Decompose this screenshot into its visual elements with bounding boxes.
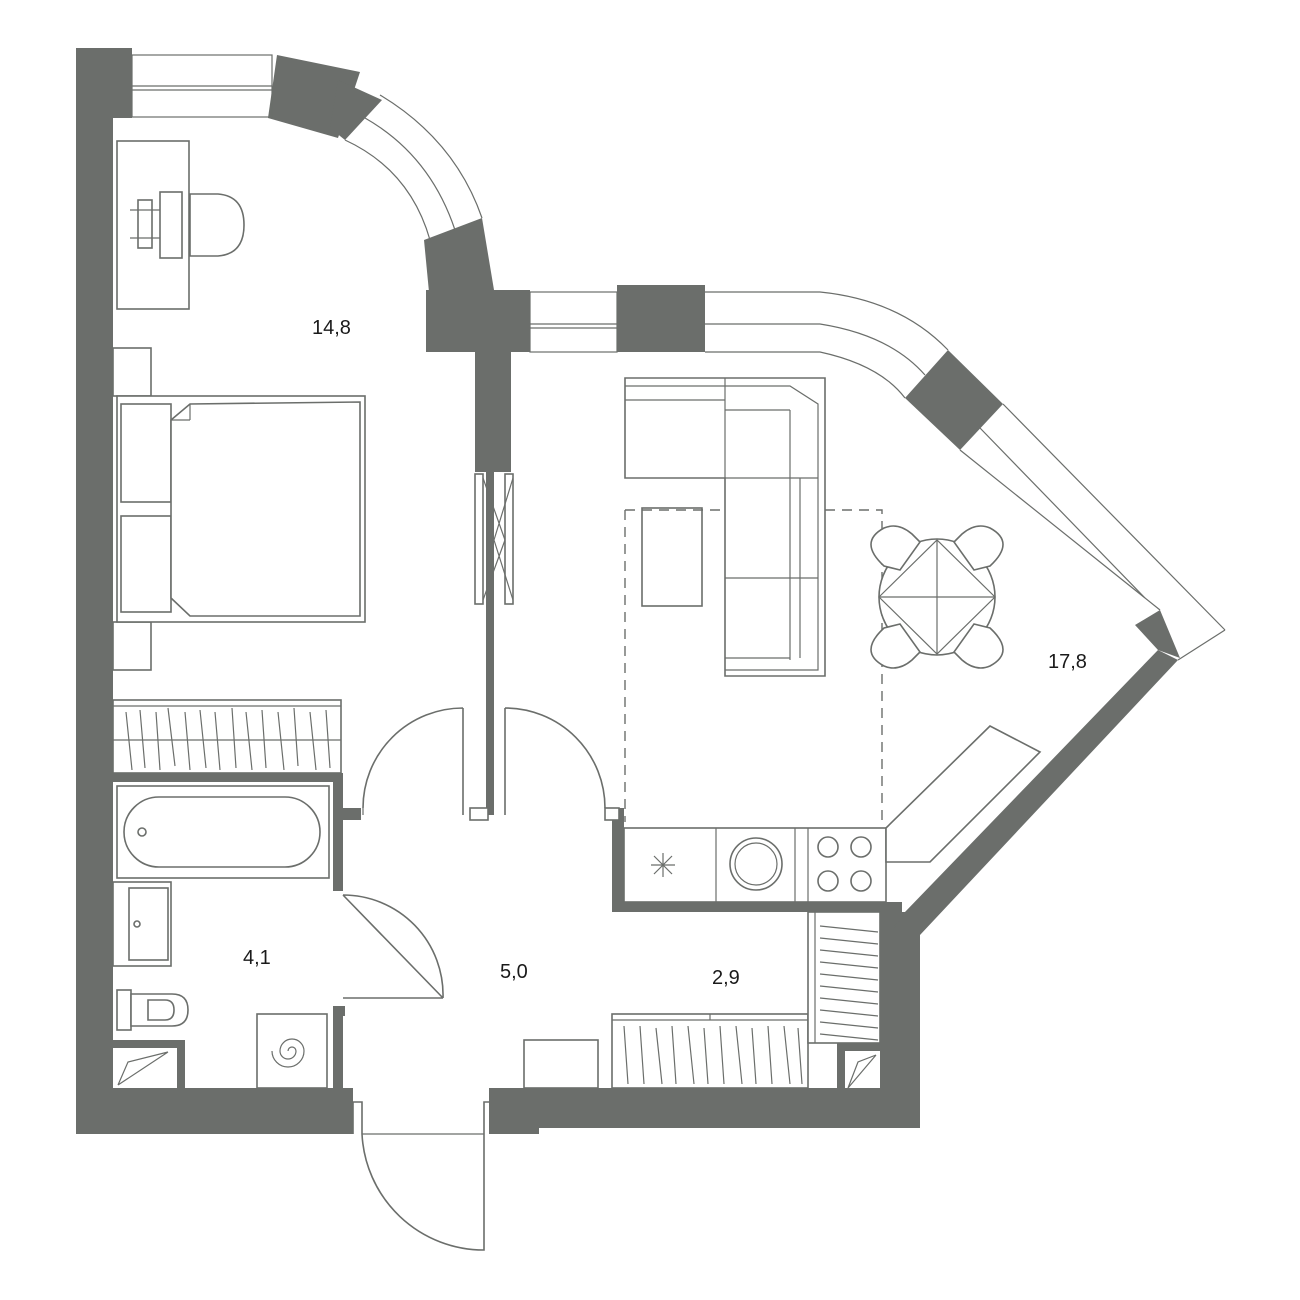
living-room: [623, 377, 1042, 903]
bottom-right-exterior-wall: [489, 1088, 920, 1128]
central-column: [426, 290, 530, 352]
bathroom: [112, 785, 330, 1089]
hall-shaft-top: [892, 914, 906, 929]
window-diagonal-outer: [1002, 403, 1226, 631]
bath-shaft: [117, 1051, 169, 1086]
washing-machine-icon: [729, 837, 783, 891]
bathtub-drain: [137, 827, 147, 837]
bedroom-area-label: 14,8: [312, 317, 351, 339]
left-exterior-wall: [76, 48, 113, 1134]
windows: [131, 54, 1226, 661]
sliding-door-right[interactable]: [504, 473, 514, 605]
storage-niche-h: [837, 1043, 880, 1051]
hall-wardrobe: [611, 1013, 809, 1089]
bathroom-area-label: 4,1: [243, 947, 271, 969]
window-bay-arc-outer: [379, 94, 483, 219]
diagonal-exterior-wall: [880, 650, 1178, 935]
corner-sofa: [624, 377, 826, 677]
right-exterior-wall: [880, 912, 920, 1128]
window-pier-5: [905, 350, 1003, 450]
bed-blanket: [170, 401, 361, 617]
coffee-table: [641, 507, 703, 607]
hall: [523, 911, 906, 1089]
boiler-icon: [256, 1013, 328, 1089]
window-pier-3: [424, 218, 494, 292]
bath-inner-wall: [113, 1040, 185, 1048]
doors: [342, 707, 620, 1251]
bath-right-wall-top: [333, 773, 343, 891]
dining-chair-2: [952, 525, 1004, 571]
desk-chair: [189, 193, 245, 257]
bath-door-jamb-top: [333, 808, 361, 820]
kitchen-zone-outline: [624, 509, 883, 822]
walls: [76, 48, 1180, 1134]
hob-icon: [817, 836, 872, 892]
toilet-icon: [116, 989, 189, 1031]
area-labels: 14,8 17,8 4,1 5,0 2,9: [243, 317, 1087, 989]
bath-door-jamb-bottom: [333, 1006, 345, 1016]
window-bay-arc-inner: [344, 139, 431, 241]
dining-chair-4: [952, 623, 1004, 669]
bedroom-door-jamb: [469, 807, 489, 821]
central-partition-top: [475, 352, 511, 472]
storage-rack: [807, 911, 881, 1044]
dining-chair-1: [870, 525, 922, 571]
window-top-middle: [529, 291, 618, 353]
bath-right-wall-bottom: [333, 1006, 343, 1096]
dining-chair-3: [870, 623, 922, 669]
bottom-left-exterior-wall: [76, 1088, 353, 1134]
entrance-door[interactable]: [352, 1101, 489, 1251]
shoe-cabinet: [523, 1039, 599, 1089]
bedroom-door[interactable]: [362, 707, 464, 815]
nightstand-top: [112, 347, 152, 397]
bedroom: [112, 140, 514, 774]
sink-icon: [651, 853, 675, 877]
sliding-door-left[interactable]: [474, 473, 484, 605]
bath-inner-wall-v: [177, 1040, 185, 1090]
hall-shaft: [847, 1054, 877, 1089]
bedroom-wardrobe: [112, 699, 342, 774]
bath-top-wall: [113, 773, 343, 782]
pillow-top: [120, 403, 172, 503]
diagonal-wall-pier: [1135, 610, 1180, 658]
desk-lamp: [137, 199, 153, 249]
central-partition: [486, 470, 494, 815]
top-left-wall-stub: [76, 48, 132, 118]
living-area-label: 17,8: [1048, 651, 1087, 673]
window-top-right-arc: [705, 291, 949, 351]
bathroom-door[interactable]: [342, 894, 444, 999]
kitchen-counter-corner: [885, 725, 1042, 863]
kitchen-partition-h: [612, 902, 902, 912]
bathtub-inner: [123, 796, 321, 868]
desk-item: [159, 191, 183, 259]
dining-set: [870, 525, 1004, 669]
hall-area-label: 5,0: [500, 961, 528, 983]
living-door-jamb: [604, 807, 620, 821]
living-door[interactable]: [504, 707, 606, 815]
nightstand-bottom: [112, 621, 152, 671]
storage-niche-v: [837, 1043, 845, 1093]
storage-area-label: 2,9: [712, 967, 740, 989]
pillow-bottom: [120, 515, 172, 613]
window-pier-2: [330, 80, 382, 140]
window-pier-4: [617, 285, 705, 352]
bottom-right-wall-step: [489, 1088, 539, 1134]
kitchen-partition-v: [612, 808, 624, 912]
washbasin-bowl: [128, 887, 169, 961]
